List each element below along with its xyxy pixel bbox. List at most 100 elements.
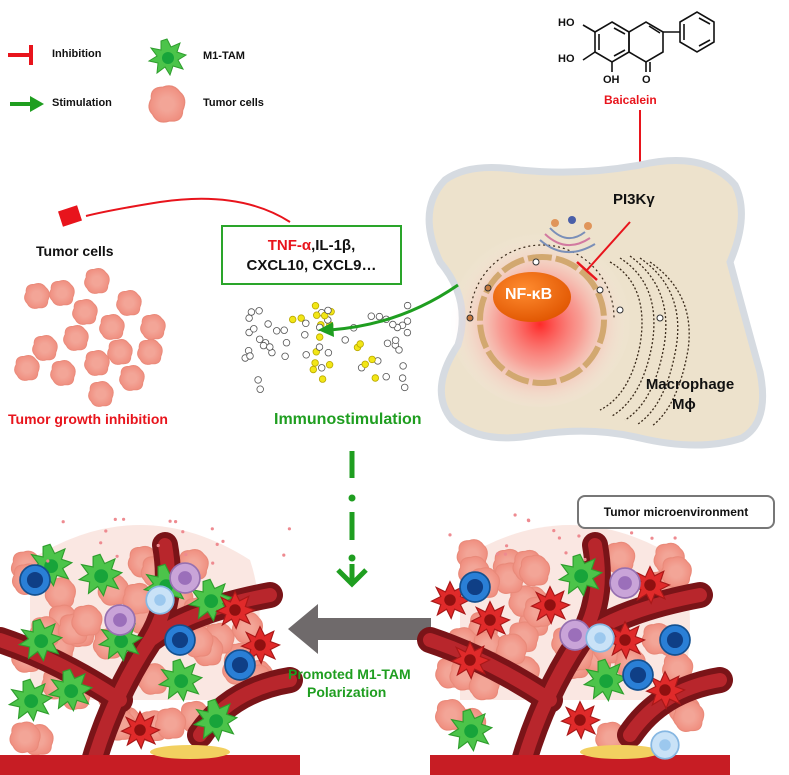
vessel-base xyxy=(430,755,730,775)
pi3k-label: PI3Kγ xyxy=(613,191,655,208)
cytokine-particle xyxy=(368,355,376,364)
debris-dot xyxy=(448,533,452,537)
immune-cell-blue xyxy=(224,649,256,681)
endoplasmic-reticulum xyxy=(599,255,690,427)
stimulation-arrow-icon xyxy=(10,96,44,112)
secretion-particles xyxy=(241,301,412,393)
debris-dot xyxy=(526,518,531,522)
debris-dot xyxy=(211,561,215,565)
cytokine-particle xyxy=(245,314,253,322)
cytokine-particle xyxy=(313,311,321,319)
cytokine-particle xyxy=(325,361,334,369)
cytokine-inhibition-line xyxy=(58,197,291,227)
tumor-cell xyxy=(116,290,142,316)
baicalein-label: Baicalein xyxy=(604,93,657,107)
m1-tam-cell-icon xyxy=(148,38,187,76)
cytokine-particle xyxy=(398,374,407,382)
macrophage-label: Macrophage xyxy=(645,376,735,393)
nuclear-envelope xyxy=(469,244,615,386)
tumor-cell xyxy=(71,604,103,637)
cytokine-particle xyxy=(273,327,281,335)
golgi-apparatus xyxy=(539,216,596,253)
polarization-label-line2: Polarization xyxy=(307,684,387,700)
cytokine-particle xyxy=(382,373,390,381)
debris-dot xyxy=(210,527,214,531)
nf-kb-blob xyxy=(493,272,571,322)
tumor-cell xyxy=(50,360,76,386)
cytokine-particle xyxy=(266,343,274,351)
carbonyl-label: O xyxy=(642,74,651,86)
cytokine-particle xyxy=(311,302,320,310)
tumor-cell xyxy=(660,556,692,588)
cytokine-particle xyxy=(318,375,327,383)
tumor-cell xyxy=(88,381,114,407)
tme-scene-right xyxy=(417,513,733,775)
tumor-cell xyxy=(14,355,40,381)
tumor-cell xyxy=(9,721,41,754)
immune-cell-lightblue xyxy=(650,730,680,760)
immune-cell-lightblue xyxy=(145,585,175,615)
cytokine-particle xyxy=(324,349,333,357)
debris-dot xyxy=(650,536,654,540)
nf-kb-label: NF-κB xyxy=(505,286,553,303)
cytokine-particle xyxy=(281,352,289,360)
cytokine-particle xyxy=(254,376,262,384)
debris-dot xyxy=(282,553,286,557)
legend-m1-tam-label: M1-TAM xyxy=(203,50,245,62)
cytokine-particle xyxy=(259,341,268,350)
debris-dot xyxy=(61,520,65,524)
tumor-cell xyxy=(72,299,98,325)
nfkb-inhibition-line xyxy=(576,221,631,281)
tumor-cell xyxy=(84,268,110,294)
legend xyxy=(8,38,187,123)
cytokine-particle xyxy=(367,312,375,320)
immune-cell-blue xyxy=(659,624,691,656)
tumor-cell xyxy=(24,283,50,309)
tumor-microenvironment-label: Tumor microenvironment xyxy=(577,495,775,529)
cytokine-particle xyxy=(301,331,309,339)
debris-dot xyxy=(557,536,562,540)
cytokine-particle xyxy=(316,333,324,341)
hydroxyl-label-1: HO xyxy=(558,17,575,29)
immune-cell-lightblue xyxy=(585,623,615,653)
tumor-cell xyxy=(119,365,145,391)
tumor-cluster xyxy=(14,268,166,407)
adipocyte xyxy=(580,745,660,759)
immune-cell-blue xyxy=(622,659,654,691)
cytokine-particle xyxy=(302,319,310,327)
immunostimulation-label: Immunostimulation xyxy=(274,411,422,428)
tumor-cell xyxy=(84,350,110,376)
cytokine-particle xyxy=(250,325,258,333)
debris-dot xyxy=(630,531,634,535)
legend-tumor-cells-label: Tumor cells xyxy=(203,97,264,109)
cytokine-particle xyxy=(256,385,264,393)
cytokine-particle xyxy=(318,364,326,372)
tumor-cell xyxy=(99,314,125,340)
debris-dot xyxy=(503,552,507,556)
cytokine-particle xyxy=(395,346,403,354)
adipocyte xyxy=(150,745,230,759)
legend-inhibition-label: Inhibition xyxy=(52,48,102,60)
inhibition-symbol-icon xyxy=(8,45,33,65)
cytokine-particle xyxy=(399,362,407,370)
cytokine-particle xyxy=(383,339,392,347)
debris-dot xyxy=(287,527,291,531)
hydroxyl-label-2: HO xyxy=(558,53,575,65)
debris-dot xyxy=(156,543,160,548)
cytokine-particle xyxy=(403,301,412,310)
immune-cell-blue xyxy=(459,571,491,603)
vessel-base xyxy=(0,755,300,775)
debris-dot xyxy=(181,530,185,534)
cytokine-particle xyxy=(297,314,305,322)
debris-dot xyxy=(115,554,119,558)
tme-scene-left xyxy=(0,517,303,775)
immune-cell-blue xyxy=(19,564,51,596)
baicalein-structure-icon xyxy=(582,11,715,72)
immune-cell-purple xyxy=(559,619,591,651)
debris-dot xyxy=(495,552,500,556)
cytokine-particle xyxy=(389,320,397,329)
cytokine-particle xyxy=(309,365,317,374)
tumor-cell xyxy=(140,314,166,340)
vesicles xyxy=(466,258,664,322)
